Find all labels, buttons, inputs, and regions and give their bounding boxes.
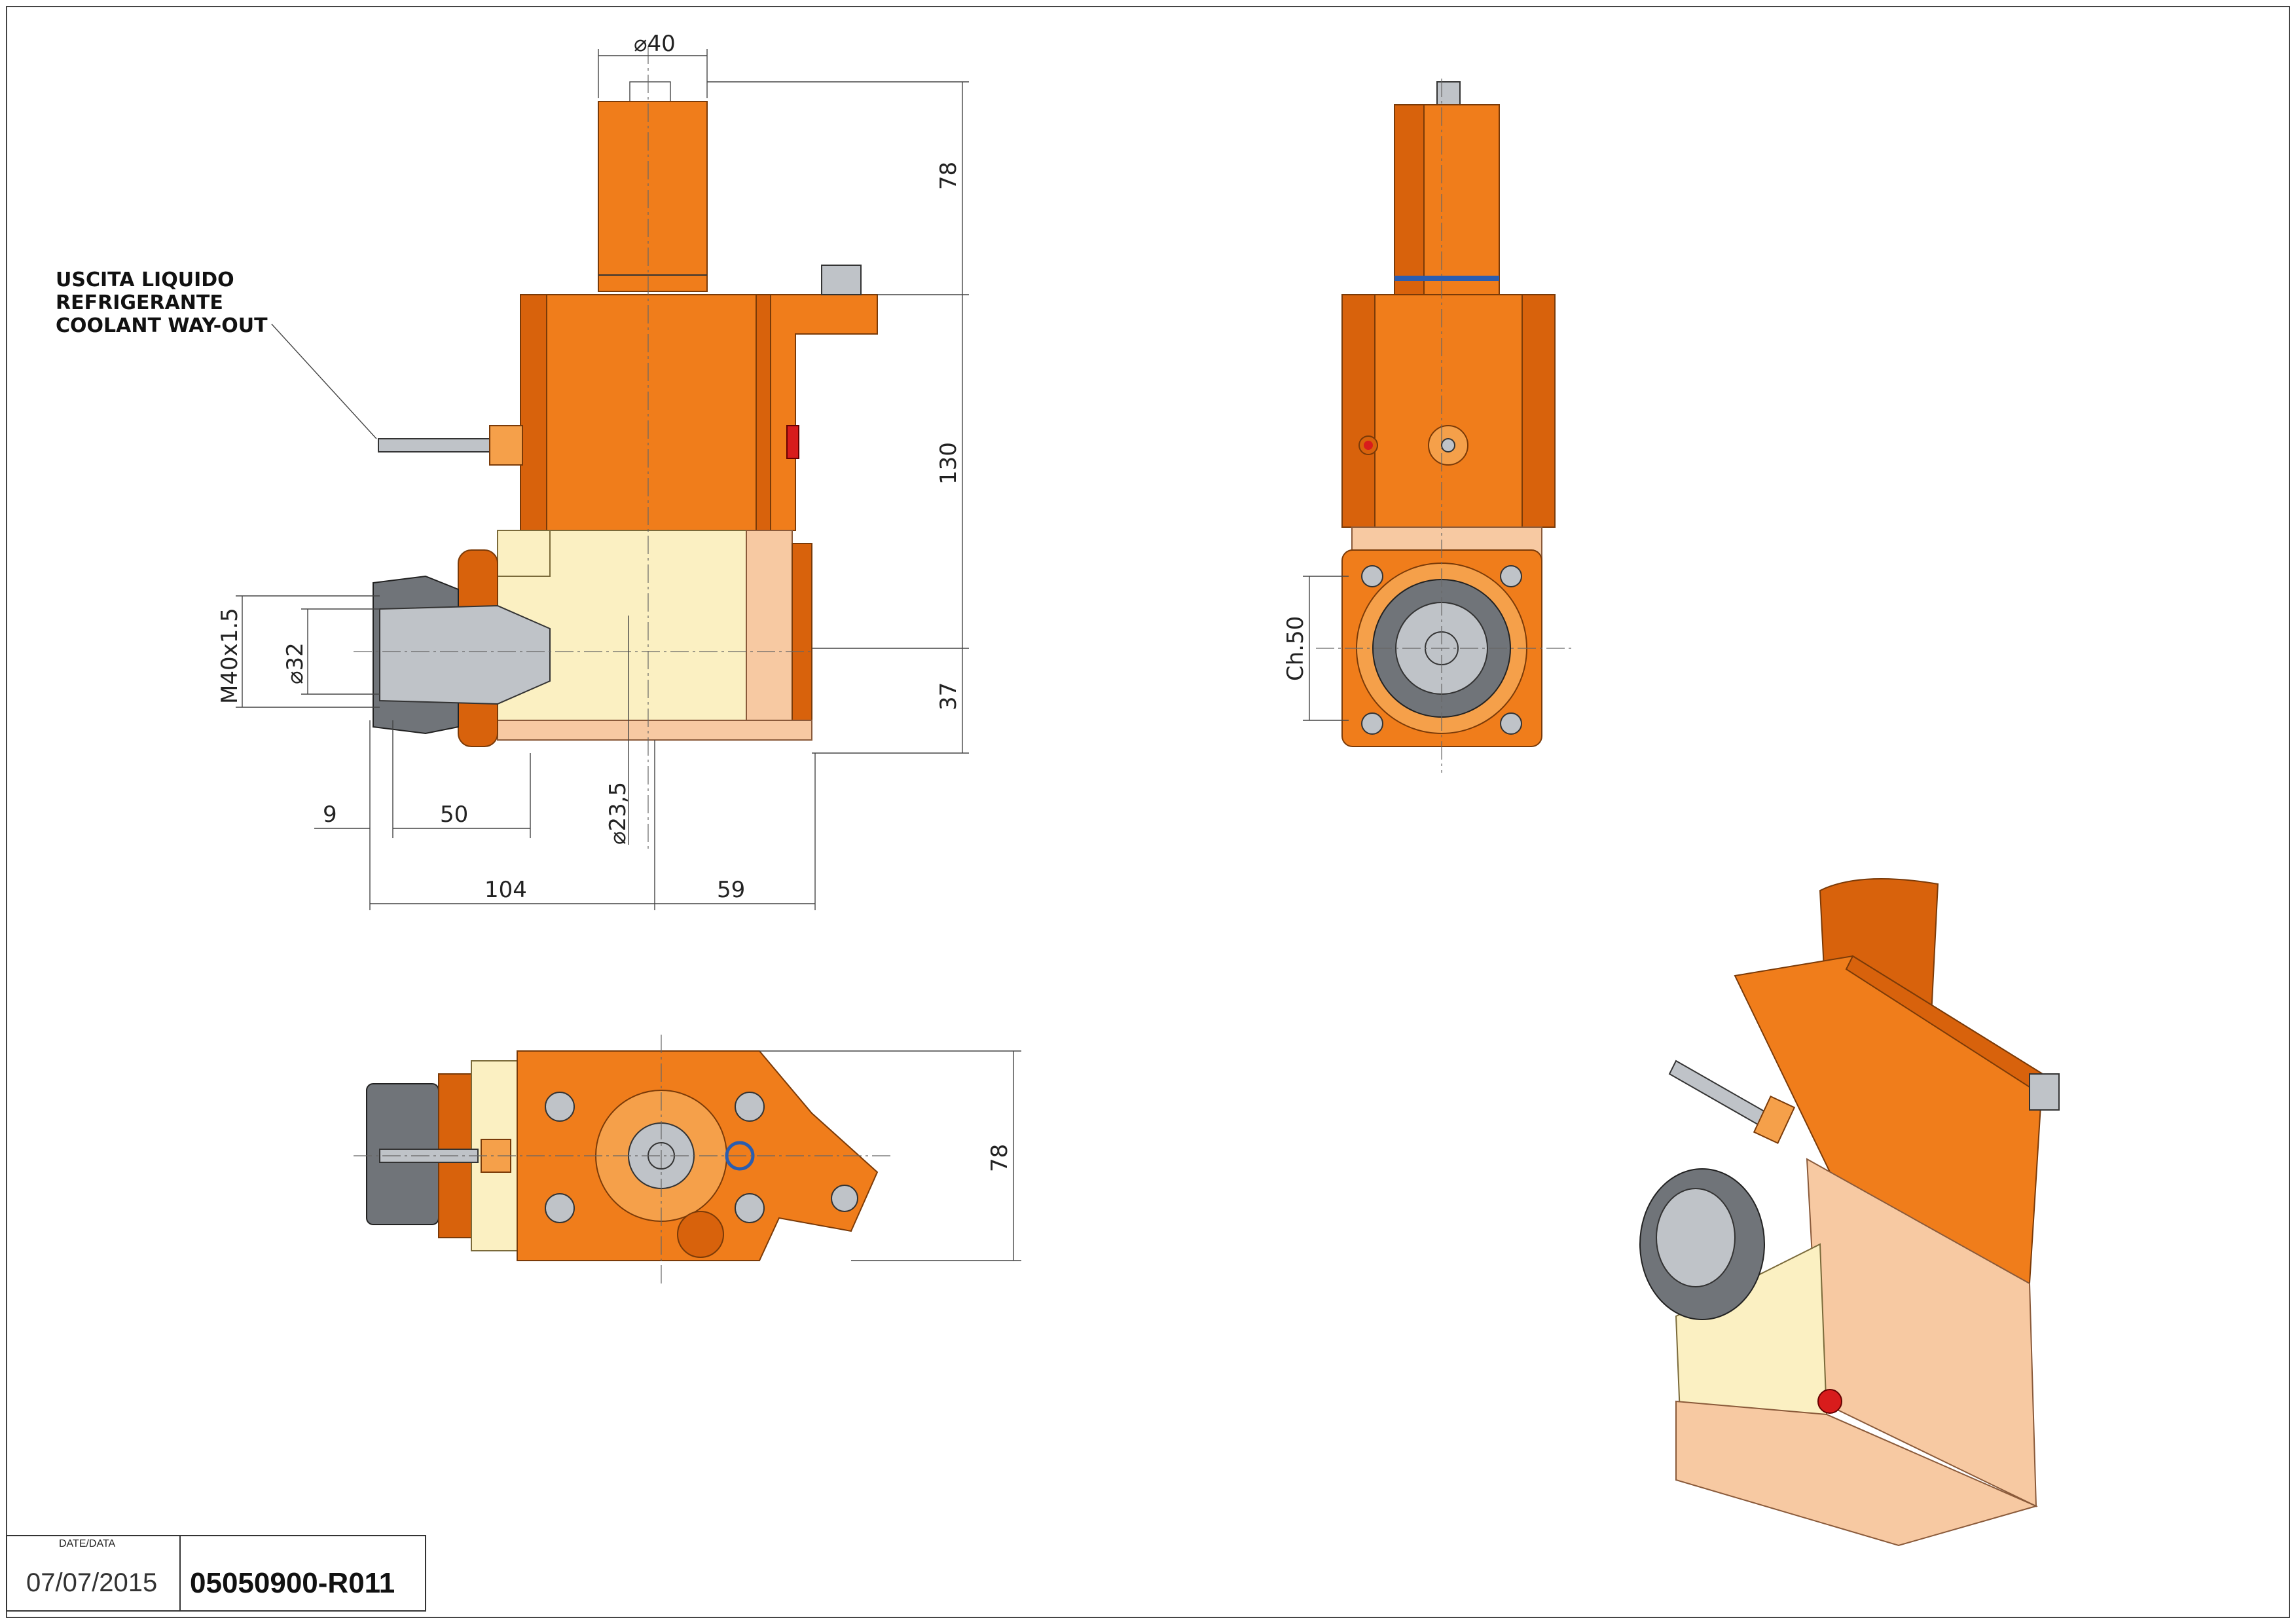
note-leader (271, 323, 377, 439)
dim-offset-50: 50 (440, 802, 468, 828)
dim-shank-diameter: ⌀40 (634, 31, 676, 57)
dim-lower-height: 37 (936, 682, 962, 710)
dim-bore-diameter: ⌀23,5 (605, 782, 631, 845)
dim-collet-diameter-value: 32 (282, 642, 308, 671)
note-line-2: REFRIGERANTE (56, 291, 223, 314)
coolant-note: USCITA LIQUIDO REFRIGERANTE COOLANT WAY-… (56, 268, 377, 439)
dim-length-104: 104 (484, 877, 527, 903)
dim-offset-9: 9 (323, 802, 337, 828)
dim-bore-diameter-value: 23,5 (605, 782, 631, 832)
dim-thread: M40x1.5 (217, 608, 243, 704)
dim-length-59: 59 (717, 877, 745, 903)
collet-body (379, 604, 551, 705)
shank (598, 101, 708, 292)
note-line-3: COOLANT WAY-OUT (56, 314, 268, 337)
side-view: Ch.50 (1283, 79, 1571, 773)
dim-body-height: 130 (936, 442, 962, 485)
upper-body (520, 294, 771, 531)
clamp-lug (770, 294, 878, 531)
coolant-plug (786, 425, 799, 459)
dim-collet-diameter: ⌀32 (282, 642, 308, 684)
front-dimensions: ⌀40 78 130 37 M40x1.5 ⌀32 ⌀23,5 9 50 (217, 31, 969, 910)
isometric-view (1639, 878, 2060, 1547)
sheet-border (6, 6, 2290, 1618)
dim-shank-length: 78 (936, 162, 962, 190)
top-view: 78 (354, 1035, 1021, 1283)
note-line-1: USCITA LIQUIDO (56, 268, 234, 291)
dim-top-view-78: 78 (987, 1144, 1013, 1172)
date-value: 07/07/2015 (26, 1568, 157, 1597)
title-block: DATE/DATA 07/07/2015 05050900-R011 (6, 1535, 426, 1612)
dim-shank-diameter-value: 40 (647, 31, 675, 57)
date-label: DATE/DATA (59, 1538, 116, 1549)
front-view (354, 46, 878, 851)
side-body (1341, 294, 1556, 528)
dim-side-chamfer: Ch.50 (1283, 616, 1309, 681)
drawing-number: 05050900-R011 (190, 1567, 395, 1599)
